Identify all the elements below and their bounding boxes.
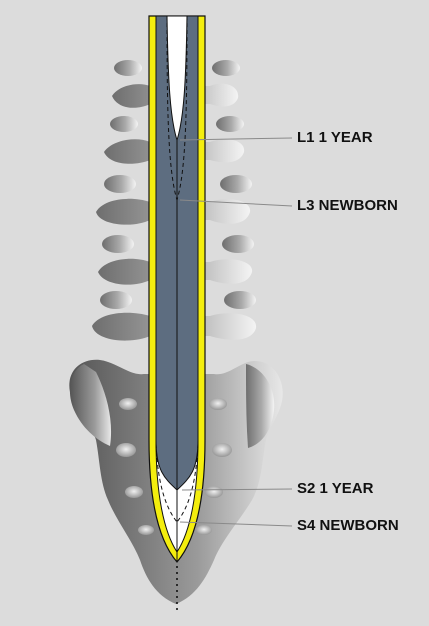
leader-lines bbox=[179, 137, 293, 527]
foramen-r1 bbox=[209, 398, 227, 410]
bump-9 bbox=[100, 291, 132, 309]
sacrum-right-wing bbox=[246, 364, 275, 448]
bump-5 bbox=[104, 175, 136, 193]
newborn-dura-outline-right bbox=[176, 443, 199, 523]
bump-7 bbox=[102, 235, 134, 253]
bump-10 bbox=[224, 291, 256, 309]
foramen-r4 bbox=[196, 525, 212, 535]
foramen-l1 bbox=[119, 398, 137, 410]
leader-l1 bbox=[179, 137, 293, 141]
foramen-l3 bbox=[125, 486, 143, 498]
bump-2 bbox=[212, 60, 240, 76]
leader-l3 bbox=[179, 199, 293, 207]
label-s2-1-year: S2 1 YEAR bbox=[297, 480, 374, 497]
label-l1-1-year: L1 1 YEAR bbox=[297, 129, 373, 146]
leader-s2 bbox=[181, 488, 293, 491]
foramen-r2 bbox=[212, 443, 232, 457]
newborn-cord-outline-left bbox=[166, 15, 178, 201]
leader-s4 bbox=[179, 521, 293, 527]
foramen-l2 bbox=[116, 443, 136, 457]
newborn-dura-outline-left bbox=[155, 443, 178, 523]
bump-3 bbox=[110, 116, 138, 132]
bump-4 bbox=[216, 116, 244, 132]
sacrum-left-wing bbox=[69, 364, 112, 446]
bump-6 bbox=[220, 175, 252, 193]
newborn-cord-outline-right bbox=[176, 15, 188, 201]
label-l3-newborn: L3 NEWBORN bbox=[297, 197, 398, 214]
bump-1 bbox=[114, 60, 142, 76]
bump-8 bbox=[222, 235, 254, 253]
foramen-l4 bbox=[138, 525, 154, 535]
foramen-r3 bbox=[205, 486, 223, 498]
label-s4-newborn: S4 NEWBORN bbox=[297, 517, 399, 534]
